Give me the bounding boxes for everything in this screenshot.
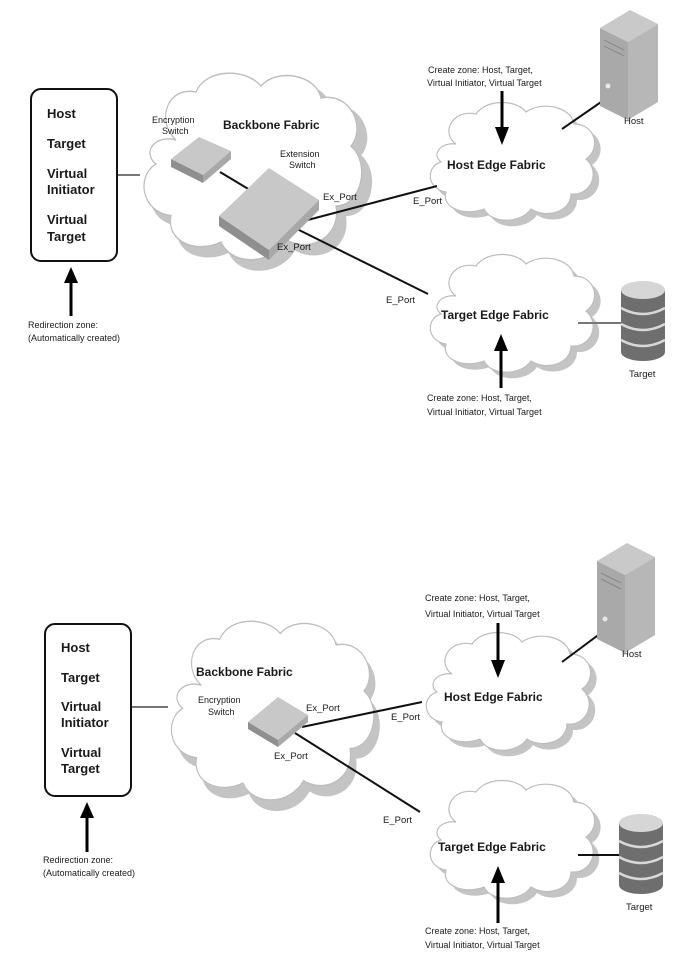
- ex-port-upper-label: Ex_Port: [323, 192, 357, 203]
- host-edge-e-port-label: E_Port: [413, 196, 442, 207]
- ex-port-lower-label: Ex_Port: [274, 751, 308, 762]
- redirection-arrowhead: [80, 802, 94, 818]
- target-edge-zone-arrowhead: [491, 866, 505, 883]
- ex-port-to-host-edge-link: [299, 185, 438, 223]
- encryption-switch-label-2: Switch: [208, 707, 235, 717]
- host-device-label: Host: [624, 116, 644, 127]
- redirection-zone-sublabel: (Automatically created): [28, 333, 120, 343]
- zone-member-virtual-initiator-1: Virtual: [47, 166, 87, 181]
- redirection-zone-sublabel: (Automatically created): [43, 868, 135, 878]
- target-database-icon: [619, 279, 667, 363]
- target-edge-create-zone-sublabel: Virtual Initiator, Virtual Target: [427, 407, 542, 417]
- backbone-fabric-title: Backbone Fabric: [223, 118, 320, 132]
- diagram-1: Host Target Virtual Initiator Virtual Ta…: [28, 9, 667, 417]
- zone-member-virtual-initiator-2: Initiator: [47, 182, 95, 197]
- extension-switch-icon: [219, 168, 319, 260]
- host-edge-to-host-link: [561, 99, 605, 130]
- target-edge-zone-arrowhead: [494, 334, 508, 351]
- host-device-label: Host: [622, 649, 642, 660]
- host-edge-fabric-title: Host Edge Fabric: [447, 158, 546, 172]
- encryption-switch-label-2: Switch: [162, 126, 189, 136]
- redirection-zone-label: Redirection zone:: [28, 320, 98, 330]
- host-server-icon: [599, 9, 659, 121]
- zone-member-host: Host: [61, 640, 91, 655]
- host-edge-to-host-link: [561, 632, 602, 663]
- diagram-2: Host Target Virtual Initiator Virtual Ta…: [43, 542, 665, 950]
- host-edge-fabric-title: Host Edge Fabric: [444, 690, 543, 704]
- target-edge-create-zone-label: Create zone: Host, Target,: [427, 393, 532, 403]
- zone-member-target: Target: [61, 670, 100, 685]
- zone-member-virtual-initiator-1: Virtual: [61, 699, 101, 714]
- target-edge-fabric-title: Target Edge Fabric: [441, 308, 549, 322]
- target-edge-e-port-label: E_Port: [383, 815, 412, 826]
- host-edge-create-zone-sublabel: Virtual Initiator, Virtual Target: [425, 609, 540, 619]
- backbone-fabric-title: Backbone Fabric: [196, 665, 293, 679]
- host-edge-create-zone-label: Create zone: Host, Target,: [428, 65, 533, 75]
- zone-member-virtual-target-1: Virtual: [61, 745, 101, 760]
- host-edge-zone-arrowhead: [495, 127, 509, 145]
- host-server-icon: [596, 542, 656, 654]
- zone-members-box: [30, 88, 118, 262]
- zone-member-host: Host: [47, 106, 77, 121]
- target-device-label: Target: [626, 902, 653, 913]
- host-edge-e-port-label: E_Port: [391, 712, 420, 723]
- ex-port-to-target-edge-link: [294, 732, 421, 813]
- extension-switch-label-2: Switch: [289, 160, 316, 170]
- ex-port-to-target-edge-link: [294, 227, 429, 295]
- zone-member-virtual-target-1: Virtual: [47, 212, 87, 227]
- extension-switch-label: Extension: [280, 149, 320, 159]
- host-edge-zone-arrowhead: [491, 660, 505, 678]
- encryption-switch-label: Encryption: [152, 115, 195, 125]
- host-edge-create-zone-sublabel: Virtual Initiator, Virtual Target: [427, 78, 542, 88]
- target-edge-create-zone-sublabel: Virtual Initiator, Virtual Target: [425, 940, 540, 950]
- encryption-switch-icon: [248, 697, 308, 747]
- encryption-to-extension-link: [219, 171, 251, 191]
- zone-member-virtual-target-2: Target: [47, 229, 86, 244]
- redirection-zone-label: Redirection zone:: [43, 855, 113, 865]
- target-edge-e-port-label: E_Port: [386, 295, 415, 306]
- host-edge-create-zone-label: Create zone: Host, Target,: [425, 593, 530, 603]
- encryption-switch-icon: [171, 137, 231, 183]
- encryption-switch-label: Encryption: [198, 695, 241, 705]
- target-database-icon: [617, 812, 665, 896]
- zone-member-target: Target: [47, 136, 86, 151]
- zone-members-box: [44, 623, 132, 797]
- ex-port-upper-label: Ex_Port: [306, 703, 340, 714]
- target-edge-create-zone-label: Create zone: Host, Target,: [425, 926, 530, 936]
- zone-member-virtual-target-2: Target: [61, 761, 100, 776]
- redirection-arrowhead: [64, 267, 78, 283]
- target-edge-fabric-title: Target Edge Fabric: [438, 840, 546, 854]
- ex-port-lower-label: Ex_Port: [277, 242, 311, 253]
- zone-member-virtual-initiator-2: Initiator: [61, 715, 109, 730]
- target-device-label: Target: [629, 369, 656, 380]
- ex-port-to-host-edge-link: [301, 701, 423, 728]
